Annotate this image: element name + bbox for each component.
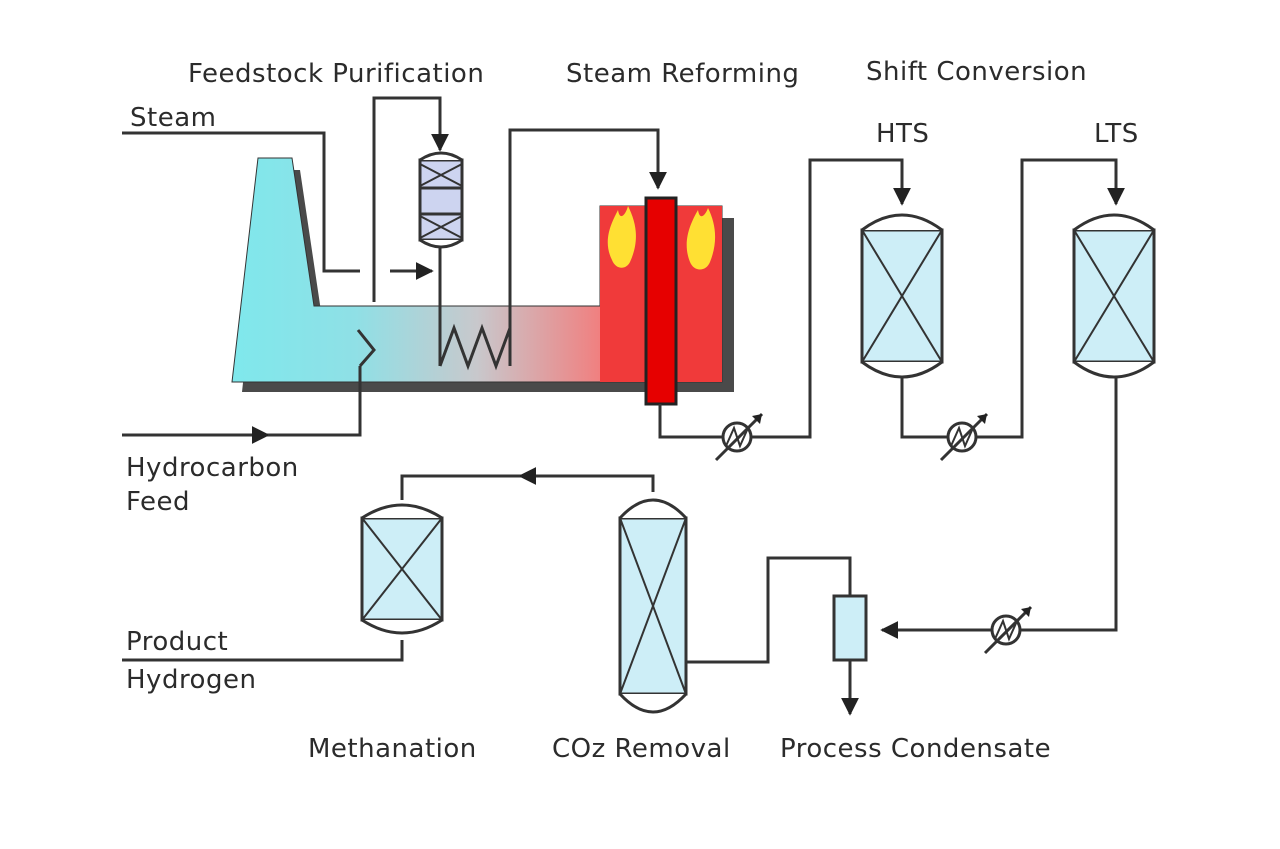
methanation-reactor [360, 503, 444, 635]
feed-to-purifier-line [372, 96, 449, 302]
separator-to-co2-line [686, 556, 852, 664]
label-feedstock-purification: Feedstock Purification [188, 59, 484, 89]
heat-exchanger-2-icon [939, 412, 989, 462]
lts-reactor [1072, 213, 1156, 379]
purification-vessel [418, 151, 464, 249]
label-steam: Steam [130, 103, 216, 133]
label-methanation: Methanation [308, 734, 477, 764]
reformer-to-hts-line [658, 158, 911, 439]
label-feed: Feed [126, 487, 190, 517]
heat-exchanger-1-icon [714, 412, 764, 462]
hts-to-lts-line [900, 158, 1125, 439]
label-hydrocarbon: Hydrocarbon [126, 453, 299, 483]
co2-to-methanator-arrow [518, 467, 655, 492]
condensate-separator [832, 594, 868, 662]
hydrocarbon-feed-line [268, 366, 362, 437]
feed-to-reformer-line [508, 128, 667, 366]
flame-left-icon [607, 206, 636, 268]
feed-preheat-coil [356, 329, 376, 367]
co2-to-methanator-line [400, 474, 520, 500]
label-product: Product [126, 627, 228, 657]
label-lts: LTS [1094, 119, 1139, 149]
label-hydrogen: Hydrogen [126, 665, 256, 695]
lts-to-separator-line [880, 378, 1118, 639]
hts-reactor [860, 213, 944, 379]
label-shift-conversion: Shift Conversion [866, 57, 1087, 87]
reformer-tube [644, 196, 678, 406]
co2-removal-column [618, 498, 688, 714]
label-hts: HTS [876, 119, 929, 149]
label-co2-removal: COz Removal [552, 734, 731, 764]
flame-right-icon [686, 208, 716, 270]
label-steam-reforming: Steam Reforming [566, 59, 799, 89]
product-hydrogen-line [122, 640, 404, 662]
heat-exchanger-3-icon [983, 605, 1033, 655]
label-process-condensate: Process Condensate [780, 734, 1051, 764]
steam-line [122, 131, 360, 273]
